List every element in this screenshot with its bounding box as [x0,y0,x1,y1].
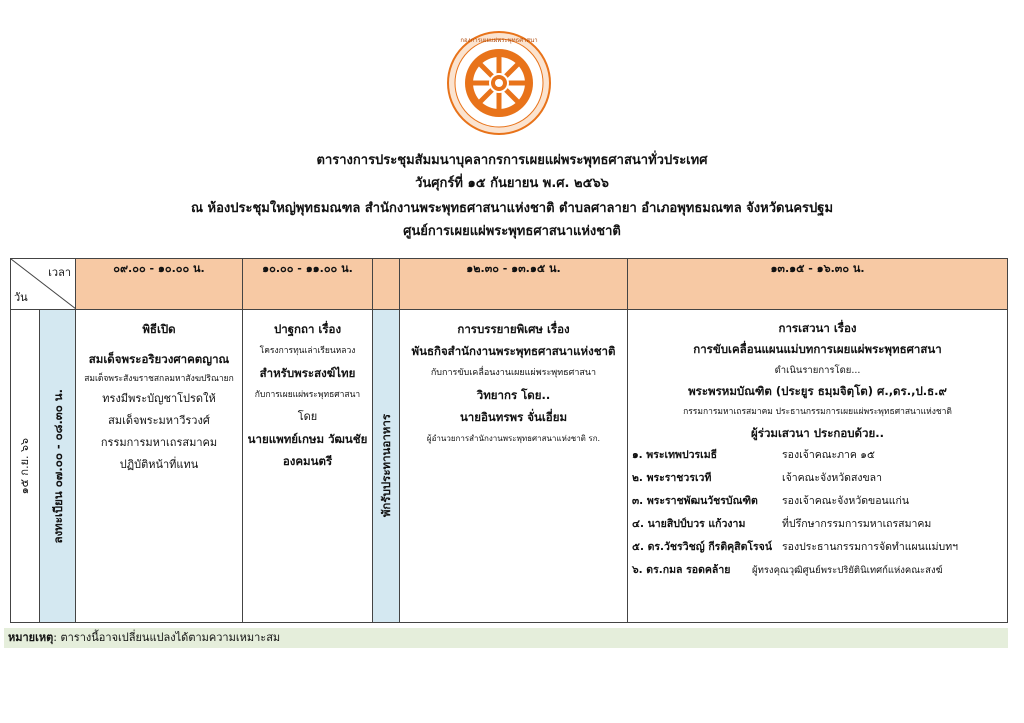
keynote-cell: ปาฐกถา เรื่อง โครงการทุนเล่าเรียนหลวง สำ… [242,309,373,623]
list-item: ๔. นายสิปป์บวร แก้วงาม ที่ปรึกษากรรมการมห… [632,513,1007,536]
corner-cell: เวลา วัน [10,258,76,310]
header-venue: ณ ห้องประชุมใหญ่พุทธมณฑล สำนักงานพระพุทธ… [190,201,834,216]
keynote-speaker: นายแพทย์เกษม วัฒนชัย [247,432,368,446]
special-lecture-cell: การบรรยายพิเศษ เรื่อง พันธกิจสำนักงานพระ… [399,309,628,623]
panel-members-label: ผู้ร่วมเสวนา ประกอบด้วย.. [751,426,884,440]
opening-line-2: สมเด็จพระมหาวีรวงศ์ [108,414,210,427]
keynote-topic-3: กับการเผยแผ่พระพุทธศาสนา [254,390,361,400]
keynote-title: ปาฐกถา เรื่อง [273,322,342,336]
opening-line-1: ทรงมีพระบัญชาโปรดให้ [102,392,216,405]
opening-presider-title: สมเด็จพระสังฆราชสกลมหาสังฆปริณายก [84,374,234,384]
slot-header-1: ๐๙.๐๐ - ๑๐.๐๐ น. [75,258,243,310]
list-item: ๕. ดร.วัชรวิชญ์ กีรติคุสิตโรจน์ รองประธาน… [632,536,1007,559]
panelist-name: ๖. ดร.กมล รอดคล้าย [632,564,731,576]
panelist-role: รองประธานกรรมการจัดทำแผนแม่บทฯ [782,541,959,553]
list-item: ๑. พระเทพปวรเมธี รองเจ้าคณะภาค ๑๕ [632,444,1007,467]
day-cell: ๑๕ ก.ย. ๖๖ [10,309,40,623]
opening-line-3: กรรมการมหาเถรสมาคม [100,436,218,449]
slot-header-3: ๑๒.๓๐ - ๑๓.๑๕ น. [399,258,628,310]
panel-topic: การขับเคลื่อนแผนแม่บทการเผยแผ่พระพุทธศาส… [693,342,942,356]
day-value: ๑๕ ก.ย. ๖๖ [18,437,31,495]
panelist-role: ผู้ทรงคุณวุฒิศูนย์พระปริยัตินิเทศก์แห่งค… [752,565,943,576]
panel-moderator-label: ดำเนินรายการโดย... [774,365,861,376]
list-item: ๖. ดร.กมล รอดคล้าย ผู้ทรงคุณวุฒิศูนย์พระป… [632,559,1007,582]
panelist-role: รองเจ้าคณะจังหวัดขอนแก่น [782,495,909,507]
time-label: เวลา [48,266,71,279]
lunch-text: พักรับประทานอาหาร [379,414,393,518]
panelist-role: รองเจ้าคณะภาค ๑๕ [782,449,875,461]
slot-header-4: ๑๓.๑๕ - ๑๖.๓๐ น. [627,258,1008,310]
dharma-wheel-logo: กองการเผยแผ่พระพุทธศาสนา [447,31,551,135]
footnote-label: หมายเหตุ [8,631,54,644]
panelist-role: เจ้าคณะจังหวัดสงขลา [782,472,883,484]
list-item: ๓. พระราชพัฒนวัชรบัณฑิต รองเจ้าคณะจังหวัด… [632,490,1007,513]
lunch-cell: พักรับประทานอาหาร [372,309,400,623]
panel-title: การเสวนา เรื่อง [778,321,857,335]
lecture-speaker-title: ผู้อำนวยการสำนักงานพระพุทธศาสนาแห่งชาติ … [426,434,601,443]
lecture-subtopic: กับการขับเคลื่อนงานเผยแผ่พระพุทธศาสนา [430,368,597,378]
panel-moderator-title: กรรมการมหาเถรสมาคม ประธานกรรมการเผยแผ่พร… [683,407,952,417]
panelist-name: ๓. พระราชพัฒนวัชรบัณฑิต [632,495,758,507]
slot-header-break [372,258,400,310]
table-header-row: เวลา วัน ๐๙.๐๐ - ๑๐.๐๐ น. ๑๐.๐๐ - ๑๑.๐๐ … [10,258,1008,310]
panelist-name: ๕. ดร.วัชรวิชญ์ กีรติคุสิตโรจน์ [632,541,773,553]
keynote-topic-2: สำหรับพระสงฆ์ไทย [259,366,356,380]
panel-members-list: ๑. พระเทพปวรเมธี รองเจ้าคณะภาค ๑๕ ๒. พระร… [628,444,1007,582]
opening-presider: สมเด็จพระอริยวงศาคตญาณ [88,352,230,366]
panelist-name: ๒. พระราชวรเวที [632,472,712,484]
lecture-speaker: นายอินทรพร จั่นเอี่ยม [459,410,568,424]
opening-line-4: ปฏิบัติหน้าที่แทน [119,458,199,471]
footnote-text: : ตารางนี้อาจเปลี่ยนแปลงได้ตามความเหมาะส… [53,631,281,644]
lecture-topic: พันธกิจสำนักงานพระพุทธศาสนาแห่งชาติ [411,344,616,358]
lecture-title: การบรรยายพิเศษ เรื่อง [457,322,570,336]
schedule-table: เวลา วัน ๐๙.๐๐ - ๑๐.๐๐ น. ๑๐.๐๐ - ๑๑.๐๐ … [10,258,1008,623]
svg-text:กองการเผยแผ่พระพุทธศาสนา: กองการเผยแผ่พระพุทธศาสนา [460,37,537,44]
panel-discussion-cell: การเสวนา เรื่อง การขับเคลื่อนแผนแม่บทการ… [627,309,1008,623]
footnote: หมายเหตุ: ตารางนี้อาจเปลี่ยนแปลงได้ตามคว… [4,628,1008,648]
panelist-role: ที่ปรึกษากรรมการมหาเถรสมาคม [782,518,932,530]
opening-ceremony-cell: พิธีเปิด สมเด็จพระอริยวงศาคตญาณ สมเด็จพร… [75,309,243,623]
keynote-topic-1: โครงการทุนเล่าเรียนหลวง [259,346,356,356]
header-date: วันศุกร์ที่ ๑๕ กันยายน พ.ศ. ๒๕๖๖ [415,176,609,191]
keynote-by: โดย [297,410,318,423]
lecture-speaker-label: วิทยากร โดย.. [476,388,551,402]
list-item: ๒. พระราชวรเวที เจ้าคณะจังหวัดสงขลา [632,467,1007,490]
registration-cell: ลงทะเบียน ๐๗.๐๐ - ๐๘.๓๐ น. [39,309,76,623]
registration-text: ลงทะเบียน ๐๗.๐๐ - ๐๘.๓๐ น. [50,388,65,544]
corner-diagonal [11,259,76,309]
day-label: วัน [14,291,28,304]
header-organizer: ศูนย์การเผยแผ่พระพุทธศาสนาแห่งชาติ [403,224,621,239]
header-title: ตารางการประชุมสัมมนาบุคลากรการเผยแผ่พระพ… [316,153,708,168]
slot-header-2: ๑๐.๐๐ - ๑๑.๐๐ น. [242,258,373,310]
keynote-speaker-title: องคมนตรี [282,454,333,468]
table-body-row: ๑๕ ก.ย. ๖๖ ลงทะเบียน ๐๗.๐๐ - ๐๘.๓๐ น. พิ… [10,309,1008,623]
panelist-name: ๔. นายสิปป์บวร แก้วงาม [632,518,746,530]
panelist-name: ๑. พระเทพปวรเมธี [632,449,718,461]
panel-moderator: พระพรหมบัณฑิต (ประยูร ธมฺมจิตฺโต) ศ.,ดร.… [688,384,947,398]
opening-title: พิธีเปิด [142,322,176,336]
